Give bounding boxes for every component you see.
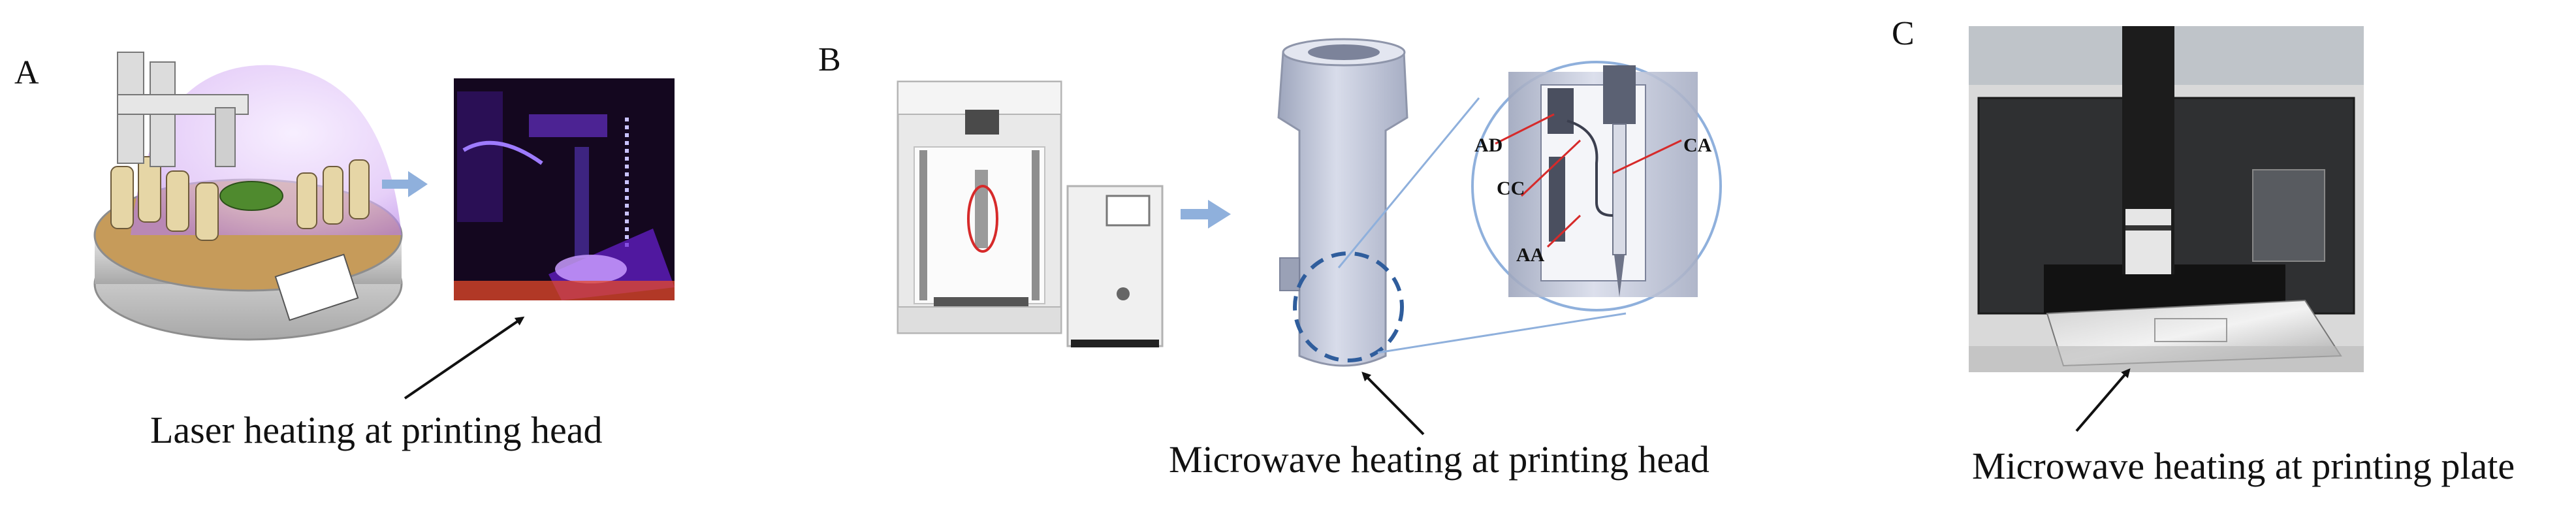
- flow-arrow: [382, 171, 428, 197]
- panel-b-letter: B: [818, 41, 841, 78]
- zoomed-cross-section: AD CC CA AA: [1471, 61, 1722, 311]
- pointer-arrow-c: [2075, 368, 2131, 432]
- panel-a-caption: Laser heating at printing head: [150, 409, 603, 451]
- zoom-line: [1337, 97, 1480, 268]
- microwave-generator: [1066, 185, 1164, 347]
- label-cc: CC: [1497, 178, 1525, 199]
- zoom-line-lower: [1377, 312, 1627, 354]
- panel-b-caption: Microwave heating at printing head: [1169, 438, 1709, 481]
- microwave-plate-photo: [1969, 26, 2364, 372]
- dashed-focus-circle: [1293, 251, 1404, 362]
- label-ca: CA: [1683, 135, 1712, 156]
- printer-cabinet: [897, 80, 1062, 334]
- bioprinter-illustration: [93, 52, 403, 341]
- printing-head-cylinder: [1277, 38, 1408, 367]
- label-aa: AA: [1516, 244, 1545, 266]
- label-ad: AD: [1474, 135, 1503, 156]
- pointer-arrow-b: [1361, 372, 1425, 436]
- panel-a-letter: A: [14, 54, 39, 91]
- laser-photo: [454, 78, 675, 300]
- pointer-arrow: [404, 316, 525, 400]
- panel-c-caption: Microwave heating at printing plate: [1972, 445, 2515, 487]
- flow-arrow-b: [1181, 200, 1231, 229]
- panel-c-letter: C: [1892, 15, 1915, 52]
